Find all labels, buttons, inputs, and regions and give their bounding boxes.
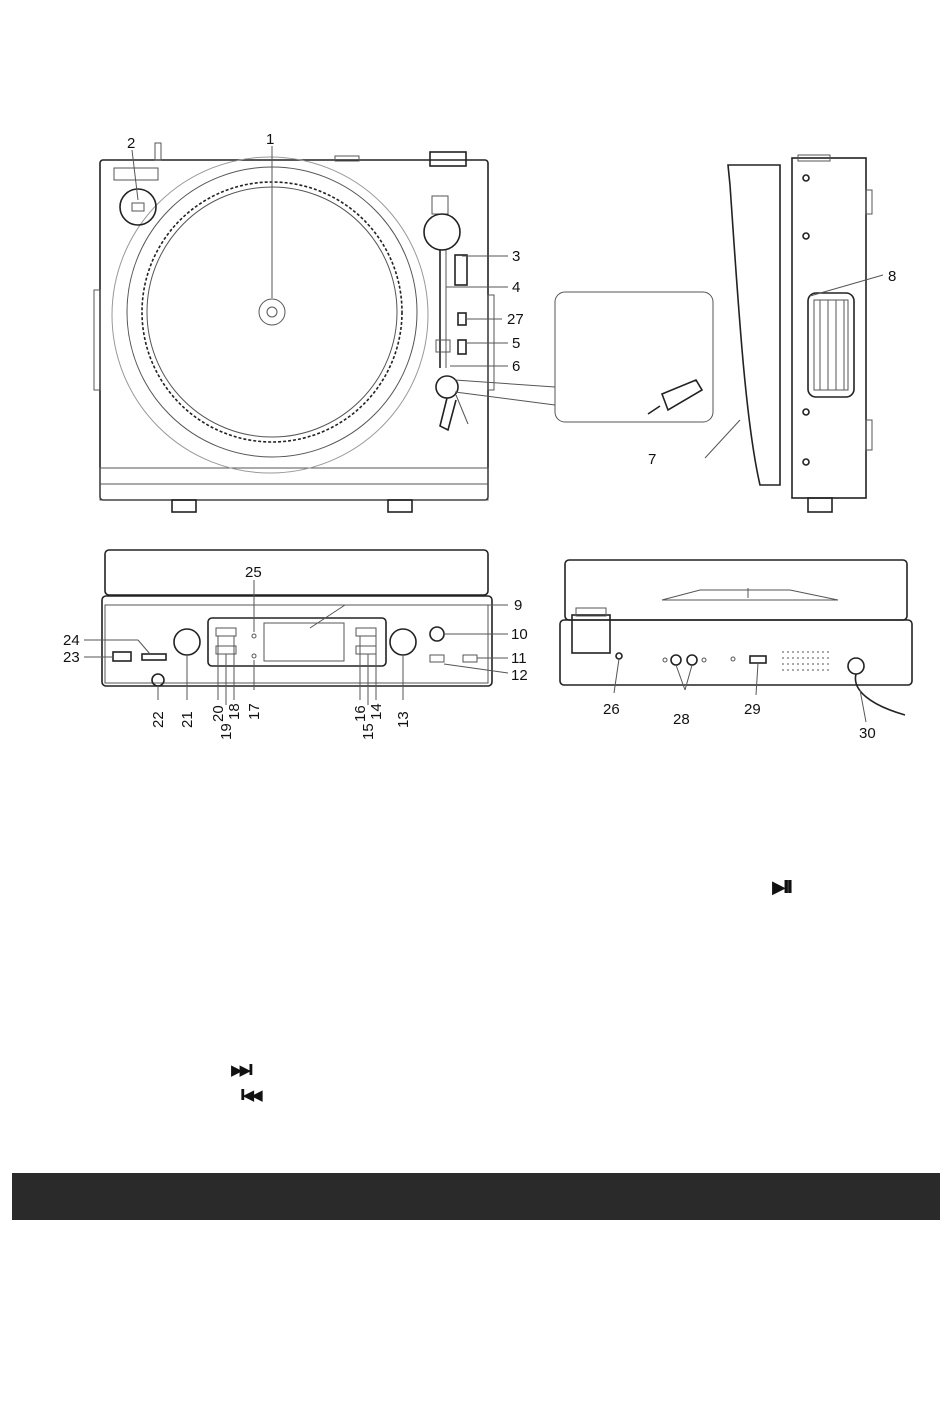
callout-8: 8 <box>888 268 896 285</box>
callout-1: 1 <box>266 131 274 148</box>
callout-16: 16 <box>352 705 369 722</box>
callout-12: 12 <box>511 667 528 684</box>
callout-14: 14 <box>368 703 385 720</box>
callout-15: 15 <box>360 723 377 740</box>
front-view <box>102 550 492 686</box>
callout-28: 28 <box>673 711 690 728</box>
callout-13: 13 <box>395 711 412 728</box>
side-view <box>728 155 872 512</box>
callout-22: 22 <box>150 711 167 728</box>
callout-9: 9 <box>514 597 522 614</box>
leader-lines <box>84 146 883 722</box>
callout-26: 26 <box>603 701 620 718</box>
callout-6: 6 <box>512 358 520 375</box>
callout-27: 27 <box>507 311 524 328</box>
top-view <box>94 143 713 512</box>
callout-20: 20 <box>210 705 227 722</box>
callout-21: 21 <box>179 711 196 728</box>
play-pause-icon: ▶II <box>772 877 790 898</box>
callout-5: 5 <box>512 335 520 352</box>
footer-bar <box>12 1173 940 1220</box>
callout-4: 4 <box>512 279 520 296</box>
previous-track-icon: I◀◀ <box>240 1086 260 1104</box>
callout-30: 30 <box>859 725 876 742</box>
callout-17: 17 <box>246 703 263 720</box>
callout-18: 18 <box>226 703 243 720</box>
callout-2: 2 <box>127 135 135 152</box>
callout-7: 7 <box>648 451 656 468</box>
callout-labels: 1 2 3 4 27 5 6 7 8 9 25 10 11 12 24 23 2… <box>63 131 896 742</box>
callout-29: 29 <box>744 701 761 718</box>
callout-19: 19 <box>218 723 235 740</box>
callout-11: 11 <box>511 650 527 667</box>
speaker-grille <box>782 652 832 670</box>
callout-3: 3 <box>512 248 520 265</box>
callout-24: 24 <box>63 632 80 649</box>
next-track-icon: ▶▶I <box>231 1061 251 1079</box>
callout-10: 10 <box>511 626 528 643</box>
callout-23: 23 <box>63 649 80 666</box>
rear-view <box>560 560 912 715</box>
callout-25: 25 <box>245 564 262 581</box>
